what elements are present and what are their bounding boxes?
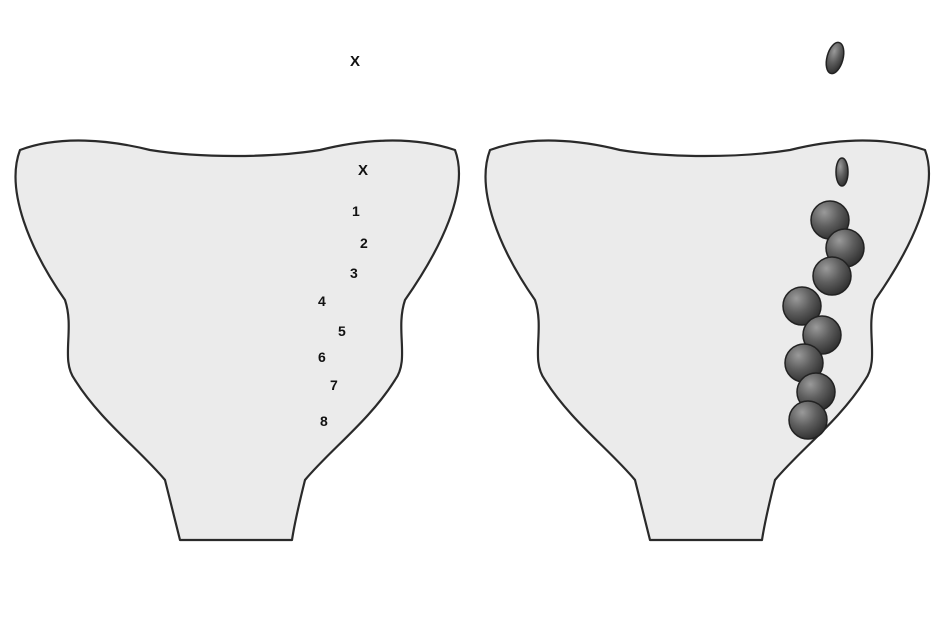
sacrum-bone bbox=[486, 141, 929, 540]
label-5: 5 bbox=[338, 323, 346, 339]
sacrum-panel-labeled: X X 1 2 3 4 5 6 7 8 bbox=[0, 0, 466, 621]
label-7: 7 bbox=[330, 377, 338, 393]
label-8: 8 bbox=[320, 413, 328, 429]
marker-x-upper bbox=[823, 40, 847, 75]
marker-3 bbox=[813, 257, 851, 295]
label-4: 4 bbox=[318, 293, 326, 309]
marker-8 bbox=[789, 401, 827, 439]
label-3: 3 bbox=[350, 265, 358, 281]
sacrum-bone bbox=[16, 141, 459, 540]
label-x-upper: X bbox=[350, 53, 360, 70]
sacrum-panel-markers bbox=[470, 0, 931, 621]
sacrum-figure-labeled: X X 1 2 3 4 5 6 7 8 bbox=[0, 0, 466, 621]
marker-x-lower bbox=[836, 158, 848, 186]
label-6: 6 bbox=[318, 349, 326, 365]
sacrum-figure-markers bbox=[470, 0, 931, 621]
label-1: 1 bbox=[352, 203, 360, 219]
label-2: 2 bbox=[360, 235, 368, 251]
label-x-lower: X bbox=[358, 162, 368, 179]
